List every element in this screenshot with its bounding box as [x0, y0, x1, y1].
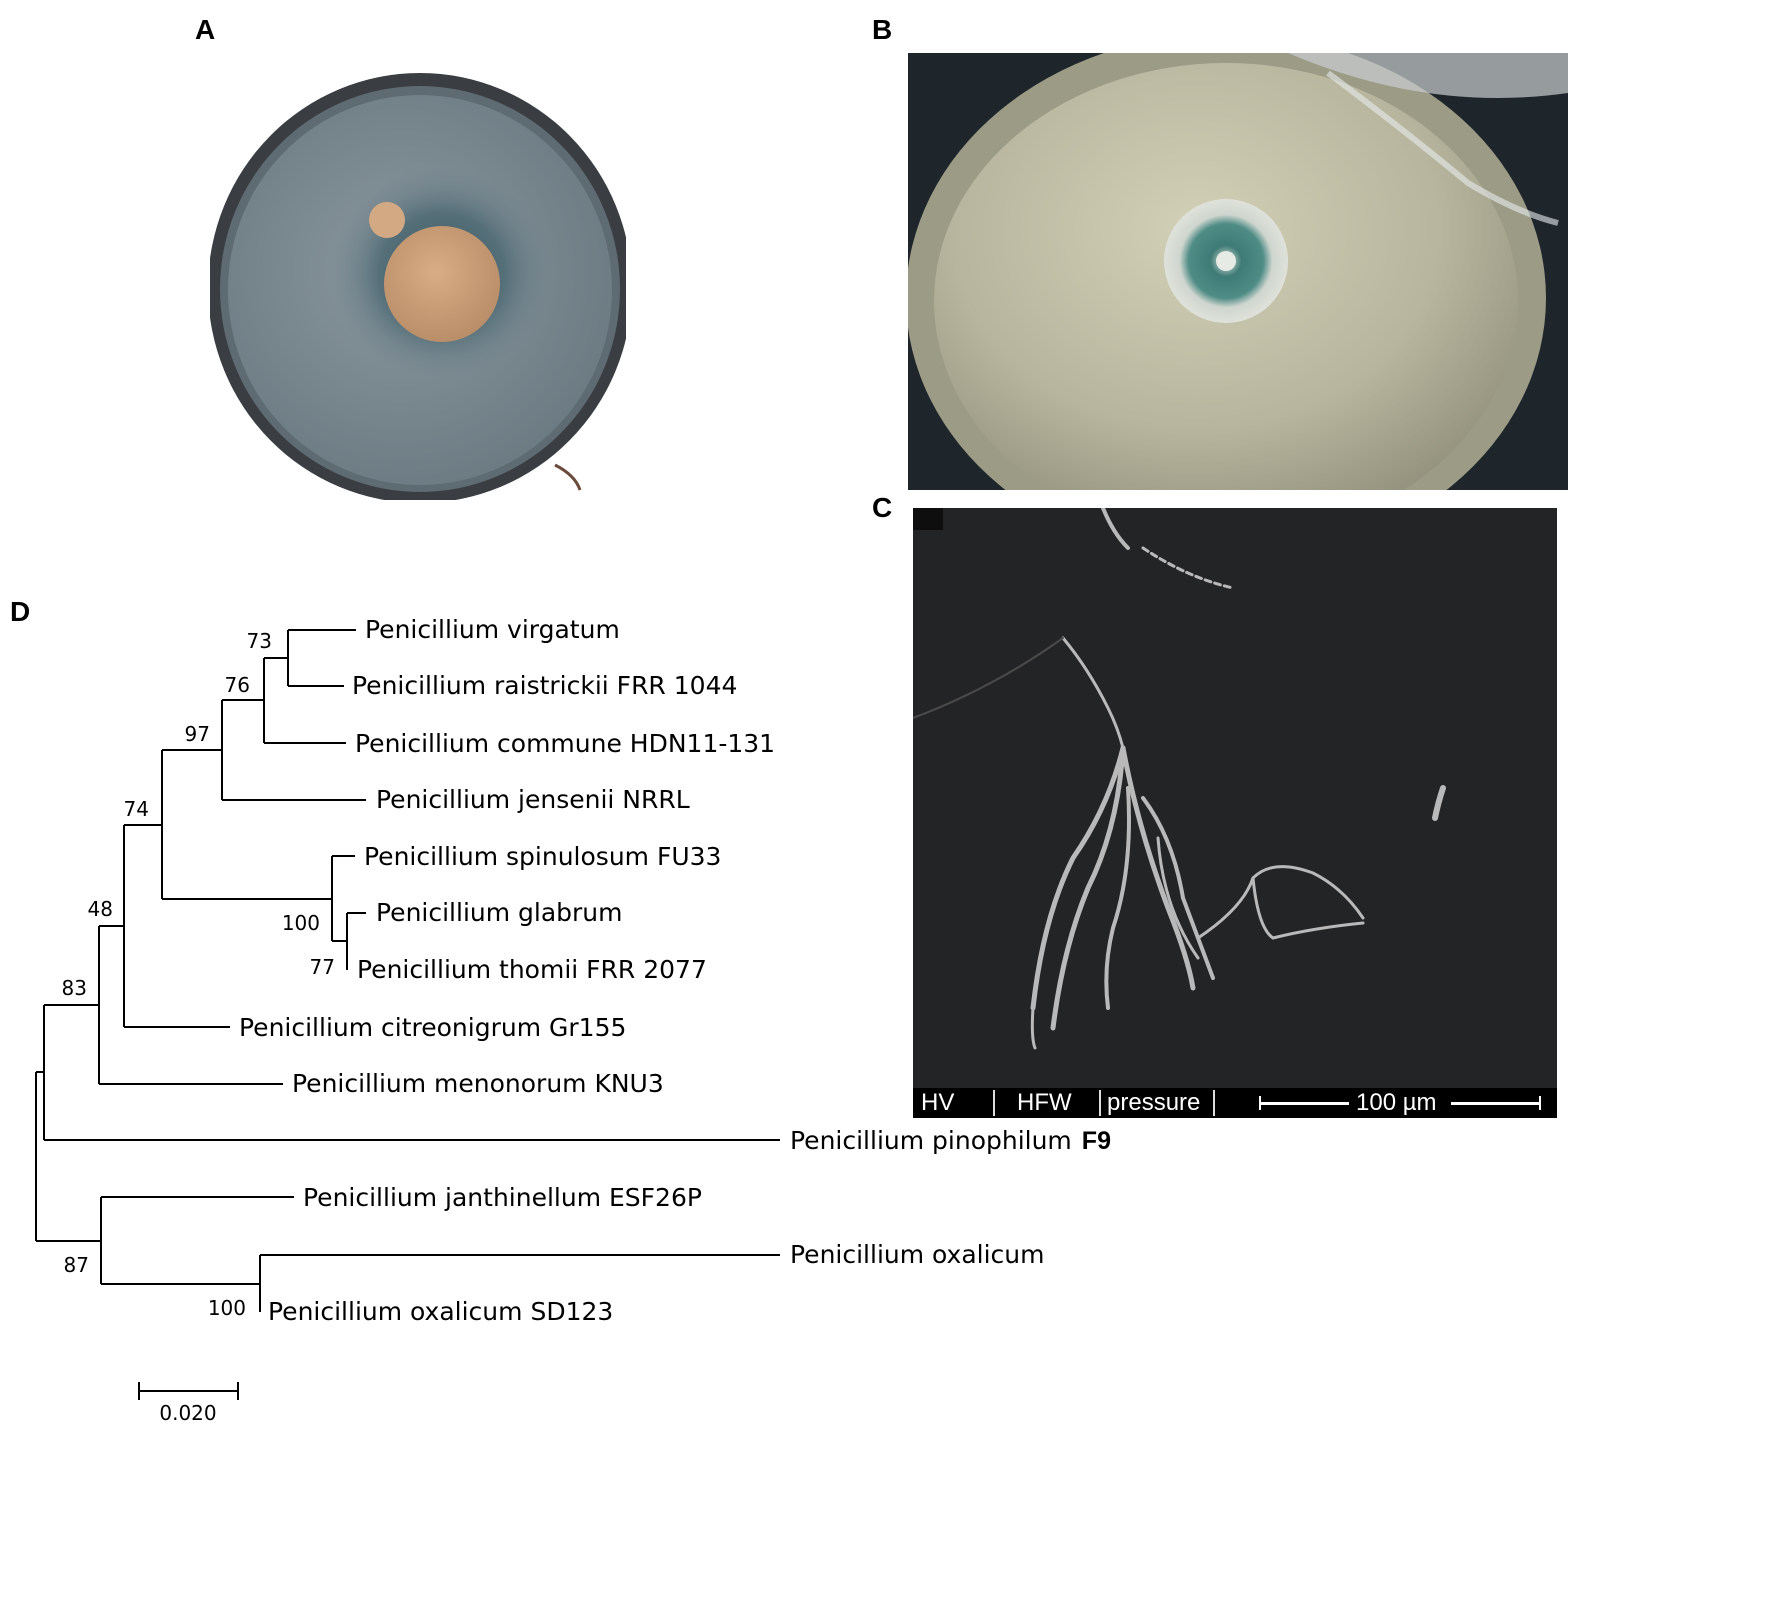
- bootstrap-value-48: 48: [88, 897, 113, 921]
- petri-dish-photo-b: [908, 53, 1568, 490]
- panel-label-c: C: [872, 492, 893, 523]
- taxon-label-pinophilum-strain: F9: [1082, 1127, 1111, 1155]
- bootstrap-value-87: 87: [64, 1253, 89, 1277]
- petri-dish-photo-a: [210, 55, 626, 500]
- taxon-label-virgatum: Penicillium virgatum: [365, 615, 620, 644]
- sem-hv-label: HV: [921, 1089, 955, 1116]
- bootstrap-value-97: 97: [185, 722, 210, 746]
- panel-label-a: A: [195, 14, 216, 45]
- taxon-label-commune: Penicillium commune HDN11-131: [355, 729, 775, 758]
- taxon-label-oxalicum: Penicillium oxalicum: [790, 1240, 1045, 1269]
- bootstrap-value-100a: 100: [282, 911, 320, 935]
- taxon-label-menonorum: Penicillium menonorum KNU3: [292, 1069, 664, 1098]
- bootstrap-value-83: 83: [62, 976, 87, 1000]
- tree-branches: [35, 629, 780, 1400]
- taxon-label-spinulosum: Penicillium spinulosum FU33: [364, 842, 721, 871]
- taxon-label-thomii: Penicillium thomii FRR 2077: [357, 955, 707, 984]
- sem-pressure-label: pressure: [1107, 1089, 1201, 1116]
- sem-scale-line-left: [1259, 1102, 1349, 1105]
- taxon-label-janthinellum: Penicillium janthinellum ESF26P: [303, 1183, 702, 1212]
- taxon-label-jensenii: Penicillium jensenii NRRL: [376, 785, 690, 814]
- bootstrap-value-100b: 100: [208, 1296, 246, 1320]
- taxon-label-glabrum: Penicillium glabrum: [376, 898, 623, 927]
- bootstrap-value-73: 73: [247, 629, 272, 653]
- bootstrap-value-74: 74: [124, 797, 149, 821]
- taxon-label-oxalicum-sd123: Penicillium oxalicum SD123: [268, 1297, 613, 1326]
- taxon-label-raistrickii: Penicillium raistrickii FRR 1044: [352, 671, 737, 700]
- bootstrap-value-77: 77: [310, 955, 335, 979]
- sem-scale-label: 100 µm: [1356, 1089, 1437, 1116]
- sem-scale-line-right: [1451, 1102, 1541, 1105]
- panel-label-b: B: [872, 14, 893, 45]
- sem-hfw-label: HFW: [1017, 1089, 1072, 1116]
- bootstrap-value-76: 76: [225, 673, 250, 697]
- scale-bar-label: 0.020: [159, 1401, 216, 1425]
- sem-image-c: HV HFW pressure 100 µm: [913, 508, 1557, 1118]
- panel-label-d: D: [10, 596, 31, 627]
- phylogenetic-tree: Penicillium virgatum Penicillium raistri…: [35, 615, 1111, 1425]
- sem-info-bar: HV HFW pressure 100 µm: [913, 1088, 1557, 1118]
- taxon-label-citreonigrum: Penicillium citreonigrum Gr155: [239, 1013, 626, 1042]
